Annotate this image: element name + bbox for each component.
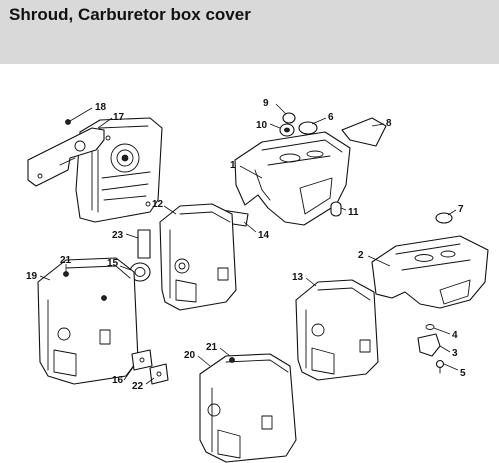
- part-8-strip: [341, 117, 387, 147]
- callout-17: 17: [113, 112, 125, 123]
- part-10-hole: [284, 127, 290, 133]
- part-20-cover: [199, 353, 297, 463]
- part-11-grommet: [330, 201, 342, 217]
- callout-7: 7: [458, 204, 464, 215]
- callout-4: 4: [452, 330, 458, 341]
- callout-21-left: 21: [60, 255, 72, 266]
- callout-2: 2: [358, 250, 364, 261]
- part-4-washer: [425, 324, 435, 330]
- page-title: Shroud, Carburetor box cover: [9, 5, 251, 24]
- callout-3: 3: [452, 348, 458, 359]
- callout-12: 12: [152, 199, 164, 210]
- part-13-cover: [295, 279, 379, 381]
- callout-8: 8: [386, 118, 392, 129]
- part-6-plug: [298, 121, 318, 135]
- callout-18: 18: [95, 102, 107, 113]
- part-22-clip: [149, 363, 169, 385]
- callout-16: 16: [112, 375, 124, 386]
- part-19-cover: [37, 257, 139, 385]
- part-12-cover: [159, 203, 237, 311]
- part-9-cap: [282, 112, 296, 124]
- header-bar: Shroud, Carburetor box cover: [0, 0, 499, 64]
- part-2-shroud: [371, 235, 489, 309]
- part-3-clamp: [417, 333, 441, 357]
- callout-9: 9: [263, 98, 269, 109]
- callout-14: 14: [258, 230, 270, 241]
- callout-6: 6: [328, 112, 334, 123]
- callout-labels: 18 17 1 2 3 4 5 6 7 8 9 10 11 12 13 14 1…: [26, 98, 466, 392]
- callout-23: 23: [112, 230, 124, 241]
- callout-19: 19: [26, 271, 38, 282]
- callout-leaders: [39, 103, 459, 385]
- part-23-strip: [137, 229, 151, 259]
- part-7-plug: [435, 212, 453, 224]
- part-16-bracket: [131, 349, 153, 371]
- part-1-shroud: [234, 131, 351, 226]
- callout-13: 13: [292, 272, 304, 283]
- callout-21-lower: 21: [206, 342, 218, 353]
- callout-22: 22: [132, 381, 144, 392]
- callout-15: 15: [107, 258, 119, 269]
- part-5-screw: [435, 359, 445, 374]
- callout-10: 10: [256, 120, 268, 131]
- callout-20: 20: [184, 350, 196, 361]
- callout-5: 5: [460, 368, 466, 379]
- callout-11: 11: [348, 207, 359, 218]
- callout-1: 1: [230, 160, 236, 171]
- part-18-cover-sheet: [27, 119, 105, 187]
